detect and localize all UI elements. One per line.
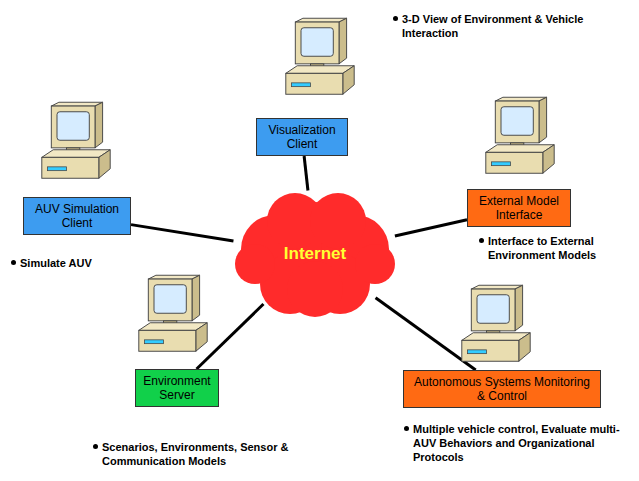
computer-icon	[139, 275, 207, 351]
bullet-note: 3-D View of Environment & Vehicle Intera…	[402, 12, 612, 40]
computer-icon	[42, 102, 110, 178]
bullet-dot	[11, 260, 16, 265]
bullet-dot	[93, 444, 98, 449]
bullet-note: Multiple vehicle control, Evaluate multi…	[413, 422, 635, 464]
computer-icon	[462, 285, 530, 361]
bullet-note: Scenarios, Environments, Sensor & Commun…	[102, 440, 352, 468]
server-box: Environment Server	[135, 369, 219, 407]
node-label: Visualization Client	[263, 123, 341, 151]
client-box: Visualization Client	[256, 118, 348, 156]
node-label: AUV Simulation Client	[30, 202, 124, 230]
bullet-dot	[404, 426, 409, 431]
internet-cloud: Internet	[230, 189, 400, 319]
bullet-note: Interface to External Environment Models	[488, 234, 628, 262]
control-box: Autonomous Systems Monitoring & Control	[403, 370, 601, 408]
computer-icon	[286, 18, 354, 94]
computer-icon	[486, 97, 554, 173]
network-link	[395, 220, 467, 236]
network-link	[131, 225, 233, 241]
interface-box: External Model Interface	[467, 189, 571, 227]
node-label: External Model Interface	[474, 194, 564, 222]
network-link	[376, 298, 476, 370]
bullet-dot	[393, 16, 398, 21]
node-label: Environment Server	[142, 374, 212, 402]
node-label: Internet	[284, 244, 346, 264]
bullet-dot	[479, 238, 484, 243]
client-box: AUV Simulation Client	[23, 197, 131, 235]
bullet-note: Simulate AUV	[20, 256, 140, 270]
node-label: Autonomous Systems Monitoring & Control	[410, 375, 594, 403]
network-link	[304, 156, 308, 191]
